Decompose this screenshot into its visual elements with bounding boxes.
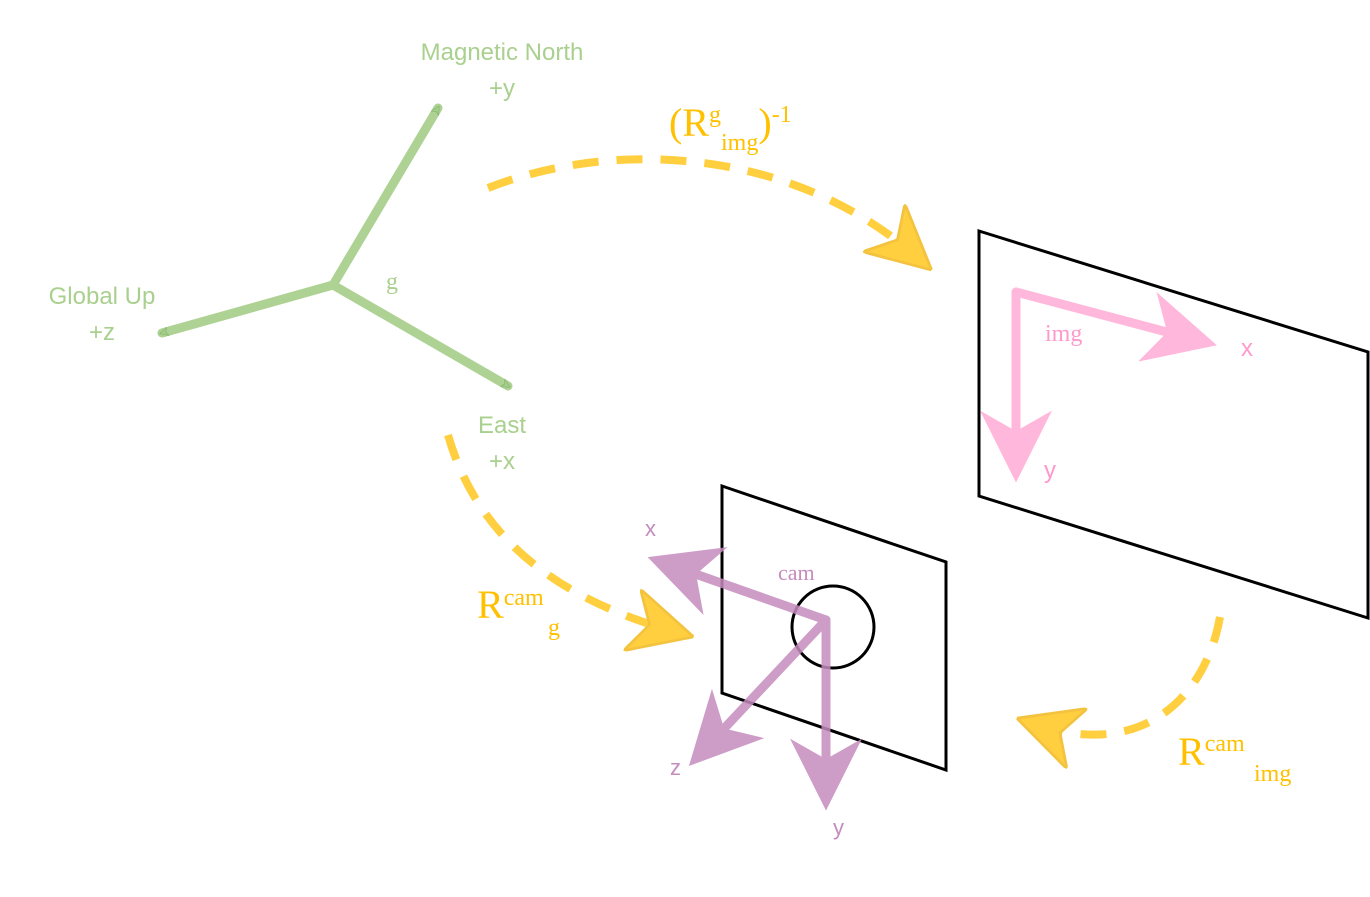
rotation-g-to-img-arc [486, 155, 918, 258]
up-axis-label: +z [89, 319, 115, 346]
rot-imgcam-sub: img [1254, 761, 1291, 787]
rotation-arcs [444, 155, 1224, 735]
east-axis-label: +x [489, 448, 515, 475]
rot-gimg-power: -1 [772, 102, 792, 128]
rot-gimg-sup: g [709, 102, 721, 128]
rotation-g-to-cam-label: Rcamg [477, 582, 560, 641]
camera-z-label: z [670, 755, 681, 780]
north-axis-arrow [328, 103, 443, 290]
rotation-img-to-cam-arc [1034, 616, 1224, 735]
east-name-label: East [478, 412, 526, 439]
image-origin-label: img [1045, 321, 1082, 347]
global-origin-label: g [386, 269, 398, 295]
rotation-img-to-cam-label: Rcamimg [1178, 729, 1291, 787]
rot-imgcam-sup: cam [1205, 731, 1245, 757]
global-frame [157, 103, 513, 391]
camera-x-label: x [645, 516, 656, 541]
image-plane [977, 228, 1370, 621]
up-axis-arrow [157, 280, 338, 338]
rot-gimg-paren-close: ) [758, 100, 771, 145]
rot-gcam-sup: cam [504, 585, 544, 611]
rot-gimg-base: R [682, 100, 709, 145]
image-y-label: y [1044, 457, 1056, 484]
image-frame [980, 287, 1217, 483]
camera-origin-label: cam [778, 560, 815, 585]
camera-frame [647, 547, 862, 811]
rot-gcam-sub: g [548, 615, 560, 641]
image-x-axis-arrow [1011, 287, 1217, 362]
east-axis-arrow [328, 280, 513, 391]
camera-plane [720, 483, 948, 773]
rotation-g-to-img-label: (Rgimg)-1 [669, 100, 792, 156]
rot-gimg-paren-open: ( [669, 100, 682, 145]
image-x-label: x [1241, 335, 1253, 362]
rot-gimg-sub: img [721, 130, 758, 156]
north-axis-label: +y [489, 75, 515, 102]
up-name-label: Global Up [49, 283, 156, 310]
camera-center-circle [790, 584, 876, 670]
rot-imgcam-base: R [1178, 729, 1205, 774]
north-name-label: Magnetic North [421, 39, 584, 66]
camera-z-axis-arrow [688, 615, 831, 766]
rot-gcam-base: R [477, 582, 504, 627]
rotation-g-to-cam-arc [444, 433, 676, 632]
camera-x-axis-arrow [647, 547, 831, 625]
camera-y-label: y [833, 815, 844, 840]
